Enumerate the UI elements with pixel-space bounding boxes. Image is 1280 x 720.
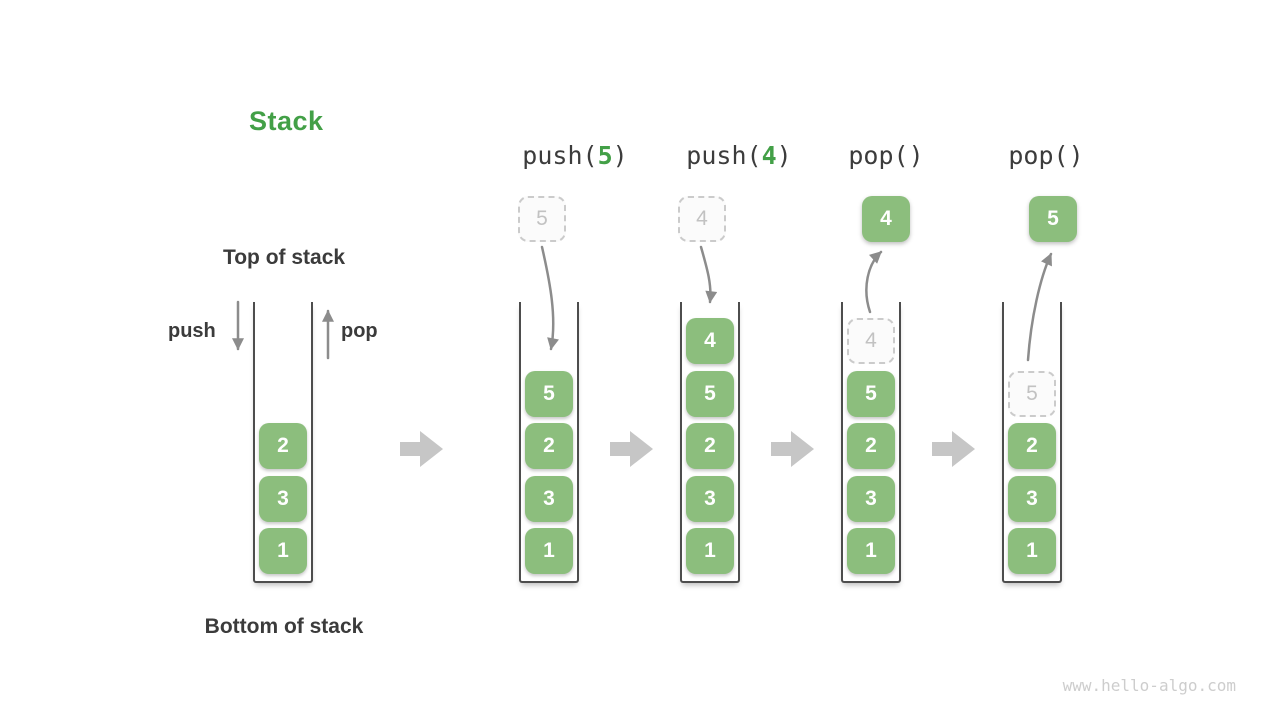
stack-cell: 2 <box>686 423 734 469</box>
bottom-of-stack-label: Bottom of stack <box>204 615 364 638</box>
flow-arrow-icon <box>771 431 814 467</box>
stack-after-pop-4: 4 5 2 3 1 <box>841 302 901 583</box>
op-text: push( <box>686 141 762 170</box>
push-4-arrow-icon <box>699 245 718 304</box>
stack-cell: 5 <box>847 371 895 417</box>
push-label: push <box>168 320 216 342</box>
stack-cell: 4 <box>686 318 734 364</box>
popped-value-box-4: 4 <box>862 196 910 242</box>
stack-cell: 3 <box>847 476 895 522</box>
stack-after-pop-5: 5 2 3 1 <box>1002 302 1062 583</box>
stack-cell: 3 <box>525 476 573 522</box>
incoming-value-box-5: 5 <box>518 196 566 242</box>
operation-label-pop-2: pop() <box>946 141 1146 170</box>
stack-cell: 5 <box>686 371 734 417</box>
operation-label-pop-1: pop() <box>786 141 986 170</box>
diagram-title: Stack <box>249 106 324 136</box>
stack-initial: 2 3 1 <box>253 302 313 583</box>
op-text: pop() <box>848 141 924 170</box>
stack-cell: 1 <box>847 528 895 574</box>
op-text: pop() <box>1008 141 1084 170</box>
stack-cell: 3 <box>686 476 734 522</box>
flow-arrow-icon <box>610 431 653 467</box>
stack-cell: 3 <box>1008 476 1056 522</box>
op-text: ) <box>612 141 628 170</box>
stack-cell: 2 <box>847 423 895 469</box>
operation-label-push-4: push(4) <box>639 141 839 170</box>
stack-cell: 2 <box>259 423 307 469</box>
flow-arrow-icon <box>400 431 443 467</box>
flow-arrow-icon <box>932 431 975 467</box>
pop-label: pop <box>341 320 378 342</box>
stack-after-push-4: 4 5 2 3 1 <box>680 302 740 583</box>
stack-cell-ghost: 4 <box>847 318 895 364</box>
stack-cell: 2 <box>525 423 573 469</box>
top-of-stack-label: Top of stack <box>222 246 346 269</box>
stack-cell: 5 <box>525 371 573 417</box>
watermark: www.hello-algo.com <box>1062 676 1236 695</box>
incoming-value-box-4: 4 <box>678 196 726 242</box>
op-text: ) <box>776 141 792 170</box>
stack-cell: 1 <box>525 528 573 574</box>
op-arg: 5 <box>597 141 613 170</box>
stack-cell: 2 <box>1008 423 1056 469</box>
stack-cell: 1 <box>259 528 307 574</box>
stack-cell: 1 <box>1008 528 1056 574</box>
stack-cell-ghost: 5 <box>1008 371 1056 417</box>
popped-value-box-5: 5 <box>1029 196 1077 242</box>
op-text: push( <box>522 141 598 170</box>
stack-after-push-5: 5 2 3 1 <box>519 302 579 583</box>
operation-label-push-5: push(5) <box>475 141 675 170</box>
stack-cell: 3 <box>259 476 307 522</box>
op-arg: 4 <box>761 141 777 170</box>
stack-cell: 1 <box>686 528 734 574</box>
